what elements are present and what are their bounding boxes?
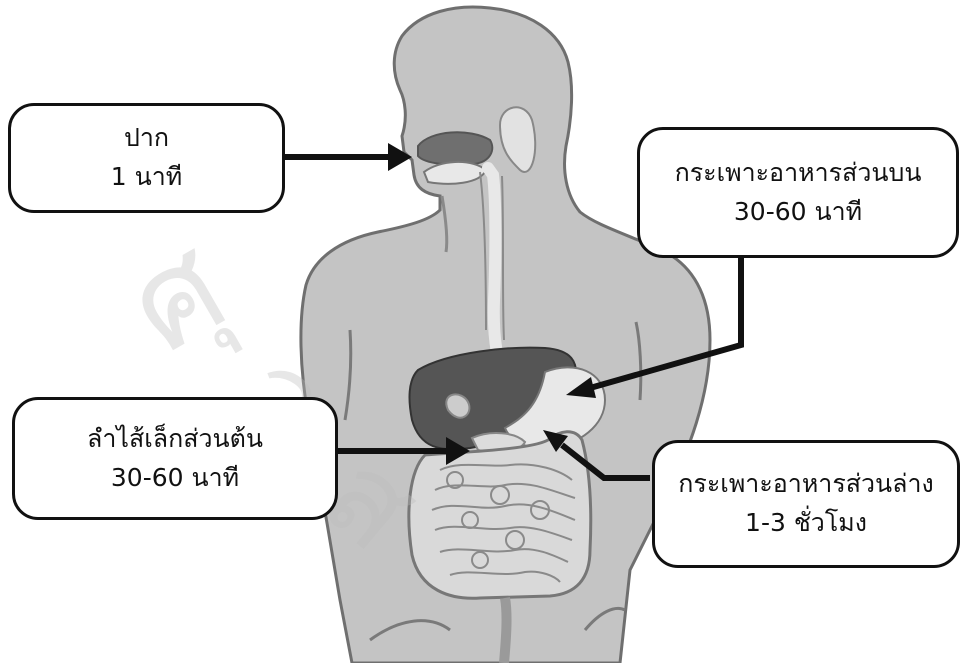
stomach-lower-label: กระเพาะอาหารส่วนล่าง [678, 465, 933, 504]
stomach-upper-time: 30-60 นาที [734, 193, 862, 232]
nasal-cavity [418, 132, 492, 164]
stomach-upper-label: กระเพาะอาหารส่วนบน [675, 154, 922, 193]
duodenum-label-box: ลำไส้เล็กส่วนต้น 30-60 นาที [12, 397, 338, 520]
stomach-upper-label-box: กระเพาะอาหารส่วนบน 30-60 นาที [637, 127, 959, 258]
duodenum-time: 30-60 นาที [111, 459, 239, 498]
rectum [504, 598, 507, 663]
svg-text:ศุ: ศุ [103, 210, 252, 386]
stomach-lower-label-box: กระเพาะอาหารส่วนล่าง 1-3 ชั่วโมง [652, 440, 960, 568]
mouth-label: ปาก [124, 119, 169, 158]
stomach-lower-time: 1-3 ชั่วโมง [745, 504, 867, 543]
mouth-time: 1 นาที [111, 158, 182, 197]
mouth-label-box: ปาก 1 นาที [8, 103, 285, 213]
duodenum-label: ลำไส้เล็กส่วนต้น [87, 420, 263, 459]
